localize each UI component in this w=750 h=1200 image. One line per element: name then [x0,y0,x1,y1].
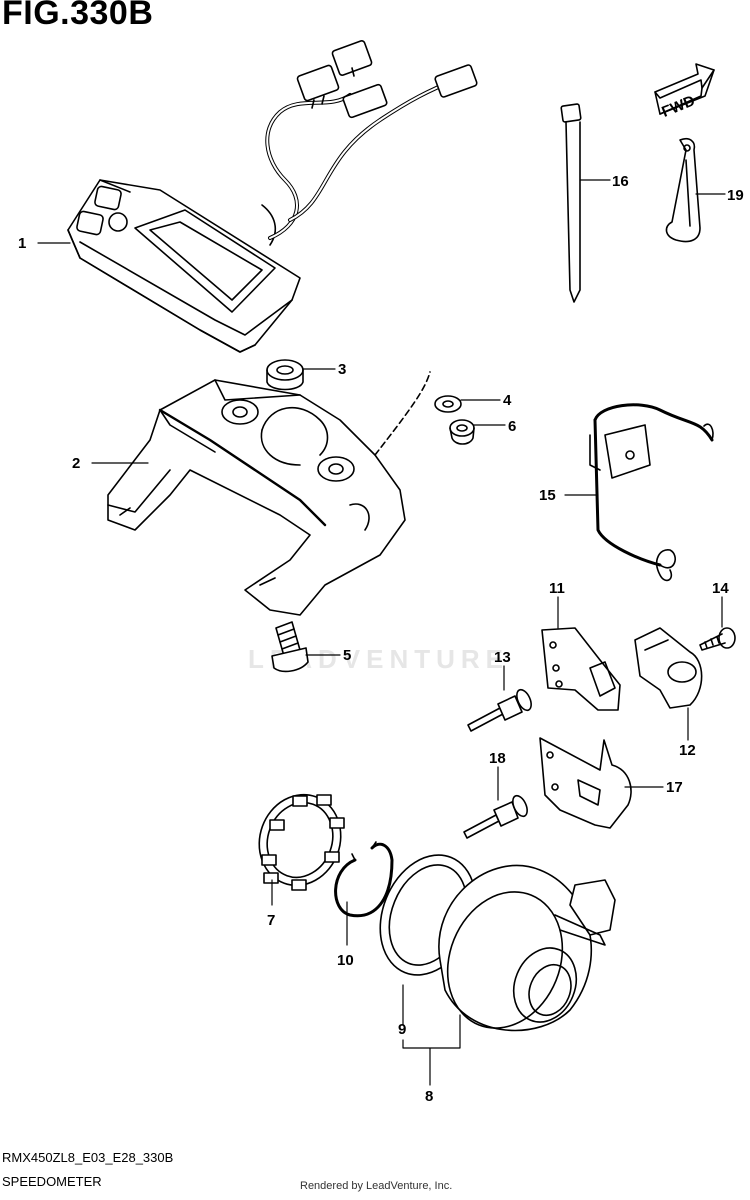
callout-8: 8 [425,1088,433,1105]
callout-3: 3 [338,361,346,378]
callout-16: 16 [612,173,629,190]
callout-12: 12 [679,742,696,759]
screw [699,627,736,651]
bracket [107,371,431,616]
section-name: SPEEDOMETER [2,1174,102,1189]
nut [449,419,475,445]
callout-18: 18 [489,750,506,767]
bolt [271,621,309,673]
callout-14: 14 [712,580,729,597]
wire-guide [589,403,714,582]
render-credit: Rendered by LeadVenture, Inc. [300,1180,453,1192]
callout-5: 5 [343,647,351,664]
retainer-ring [258,793,345,891]
clip [665,137,701,243]
callout-15: 15 [539,487,556,504]
callout-labels: 1 2 3 4 5 6 7 8 9 10 11 12 13 14 15 16 1… [18,173,744,1105]
callout-17: 17 [666,779,683,796]
bracket-plate [541,627,621,711]
callout-7: 7 [267,912,275,929]
callout-2: 2 [72,455,80,472]
speedometer-assembly [67,40,478,353]
rivet [467,688,532,732]
fwd-arrow-icon: FWD [654,63,715,121]
callout-9: 9 [398,1021,406,1038]
leader-lines [37,179,726,1086]
callout-4: 4 [503,392,512,409]
callout-1: 1 [18,235,26,252]
circlip [334,841,394,918]
cover-assembly [438,864,616,1032]
clamp [634,627,703,709]
callout-6: 6 [508,418,516,435]
model-code: RMX450ZL8_E03_E28_330B [2,1150,174,1165]
callout-13: 13 [494,649,511,666]
callout-10: 10 [337,952,354,969]
callout-19: 19 [727,187,744,204]
clamp-bracket [539,737,632,829]
figure-title: FIG.330B [2,0,154,32]
cable-tie [560,103,582,303]
callout-11: 11 [549,580,565,597]
rivet-2 [463,794,528,839]
washer [434,395,462,413]
cushion [266,359,304,391]
